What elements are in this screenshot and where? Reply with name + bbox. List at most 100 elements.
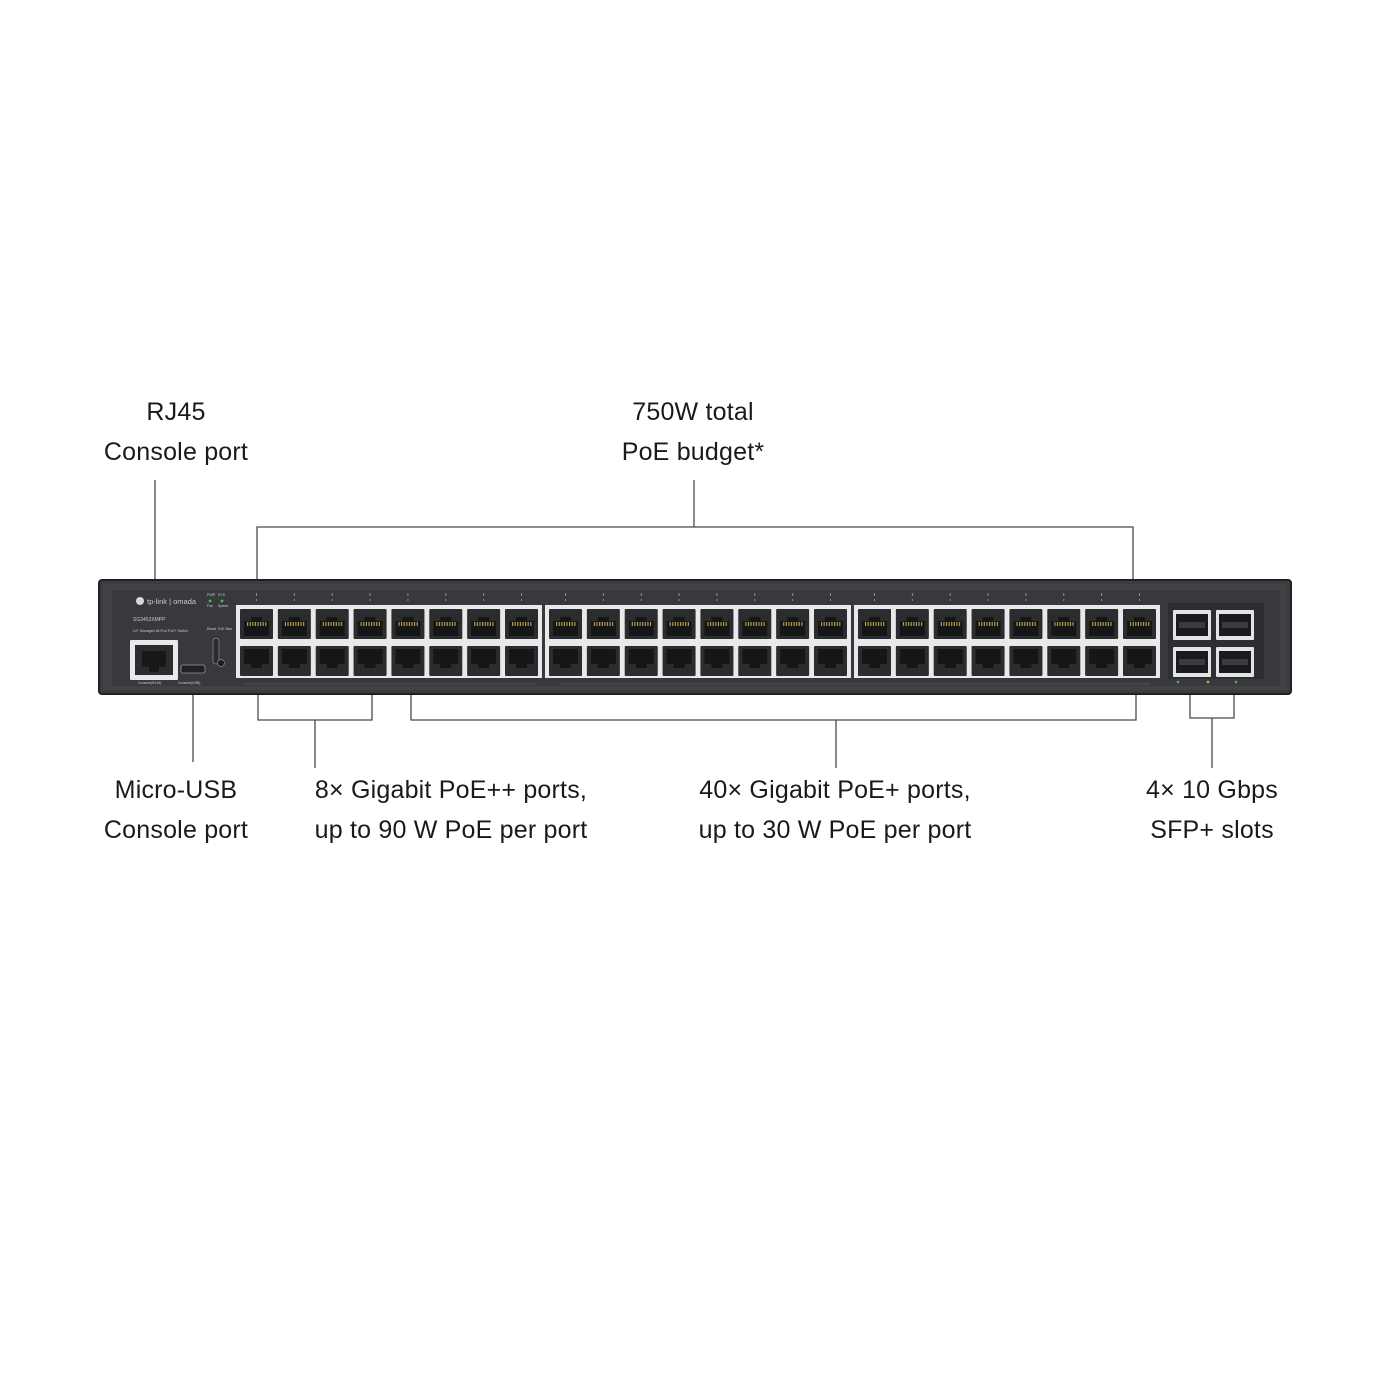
rj45-port[interactable] [429,646,463,676]
port-number-tick [1139,593,1140,596]
rj45-port[interactable] [1047,646,1081,676]
port-number-tick [602,593,604,596]
sfp-slot[interactable] [1173,610,1211,640]
rj45-port[interactable] [549,609,582,639]
console-usb-label: Console(USB) [178,681,200,685]
rj45-port[interactable] [858,646,891,676]
sfp-slot[interactable] [1216,647,1254,677]
port-number-tick [792,599,794,601]
port-number-tick [911,599,913,601]
reset-button[interactable] [217,659,225,667]
rj45-port[interactable] [391,646,425,676]
description-label: L2+ Managed 48-Port PoE+ Switch [133,629,188,633]
callout-rj45-console-line2: Console port [103,438,249,466]
rj45-port[interactable] [1009,609,1043,639]
rj45-port[interactable] [315,609,349,639]
rj45-port[interactable] [895,609,929,639]
port-number-tick [911,593,913,596]
rj45-port[interactable] [662,609,696,639]
rj45-port[interactable] [353,646,387,676]
rj45-port[interactable] [895,646,929,676]
rj45-port[interactable] [353,609,387,639]
callout-poe-plus-line2: up to 30 W PoE per port [698,816,972,844]
rj45-port[interactable] [549,646,582,676]
port-number-tick [640,599,642,601]
rj45-port[interactable] [662,646,696,676]
port-number-tick [949,593,951,596]
rj45-port[interactable] [240,609,273,639]
rj45-port[interactable] [586,609,620,639]
rj45-port[interactable] [467,609,501,639]
rj45-port[interactable] [1123,609,1156,639]
rj45-port[interactable] [776,609,810,639]
sfp-slot[interactable] [1173,647,1211,677]
rj45-port[interactable] [776,646,810,676]
pwr-label: PWR [207,593,216,597]
rj45-port[interactable] [738,646,772,676]
rj45-port[interactable] [858,609,891,639]
rj45-port[interactable] [1009,646,1043,676]
tplink-logo-icon [136,597,144,605]
callout-rj45-console: RJ45 Console port [76,392,276,472]
rj45-port[interactable] [738,609,772,639]
rj45-port[interactable] [505,609,538,639]
callout-poe-budget: 750W total PoE budget* [573,392,813,472]
callout-sfp-plus-line1: 4× 10 Gbps [1146,776,1278,804]
rj45-port[interactable] [1085,646,1119,676]
rj45-port[interactable] [700,609,734,639]
rj45-port[interactable] [391,609,425,639]
callout-poe-plus-plus-line1: 8× Gigabit PoE++ ports, [314,776,588,804]
port-number-tick [565,599,566,601]
port-number-tick [1063,599,1065,601]
port-number-tick [331,599,333,601]
mode-button[interactable] [212,637,220,665]
port-number-tick [445,599,447,601]
rj45-port[interactable] [240,646,273,676]
status-leds [208,599,225,667]
port-number-tick [369,599,371,601]
console-rj45-label: Console(RJ45) [138,681,161,685]
front-panel-labels: tp-link | omada SG3452XMPP L2+ Managed 4… [133,593,232,685]
brand-label: tp-link | omada [147,597,197,606]
rj45-port[interactable] [624,646,658,676]
port-number-tick [830,599,831,601]
port-number-tick [1025,593,1027,596]
sfp-slot[interactable] [1216,610,1254,640]
port-number-tick [987,599,989,601]
rj45-port[interactable] [277,609,311,639]
rj45-port[interactable] [814,646,847,676]
port-number-tick [1063,593,1065,596]
rj45-port[interactable] [505,646,538,676]
rj45-port[interactable] [971,646,1005,676]
port-number-tick [331,593,333,596]
rj45-port[interactable] [1047,609,1081,639]
rj45-port[interactable] [1123,646,1156,676]
rj45-port[interactable] [586,646,620,676]
callout-micro-usb-console: Micro-USB Console port [76,770,276,850]
rj45-port[interactable] [700,646,734,676]
callout-poe-plus: 40× Gigabit PoE+ ports, up to 30 W PoE p… [680,770,990,850]
rj45-port[interactable] [315,646,349,676]
port-number-tick [792,593,794,596]
rj45-port[interactable] [1085,609,1119,639]
sfp-led [1176,680,1180,684]
port-number-tick [407,593,409,596]
callout-sfp-plus: 4× 10 Gbps SFP+ slots [1122,770,1302,850]
port-number-tick [678,593,680,596]
console-rj45-port[interactable] [130,640,178,680]
rj45-port[interactable] [467,646,501,676]
port-number-tick [1025,599,1027,601]
rj45-port[interactable] [933,646,967,676]
micro-usb-port[interactable] [180,664,206,674]
callout-poe-plus-plus-line2: up to 90 W PoE per port [314,816,588,844]
rj45-port[interactable] [624,609,658,639]
rj45-port[interactable] [971,609,1005,639]
port-number-tick [256,599,257,601]
poe-max-label: PoE Max [218,627,232,631]
rj45-port[interactable] [814,609,847,639]
rj45-port[interactable] [277,646,311,676]
rj45-port[interactable] [429,609,463,639]
port-number-tick [987,593,989,596]
rj45-port[interactable] [933,609,967,639]
